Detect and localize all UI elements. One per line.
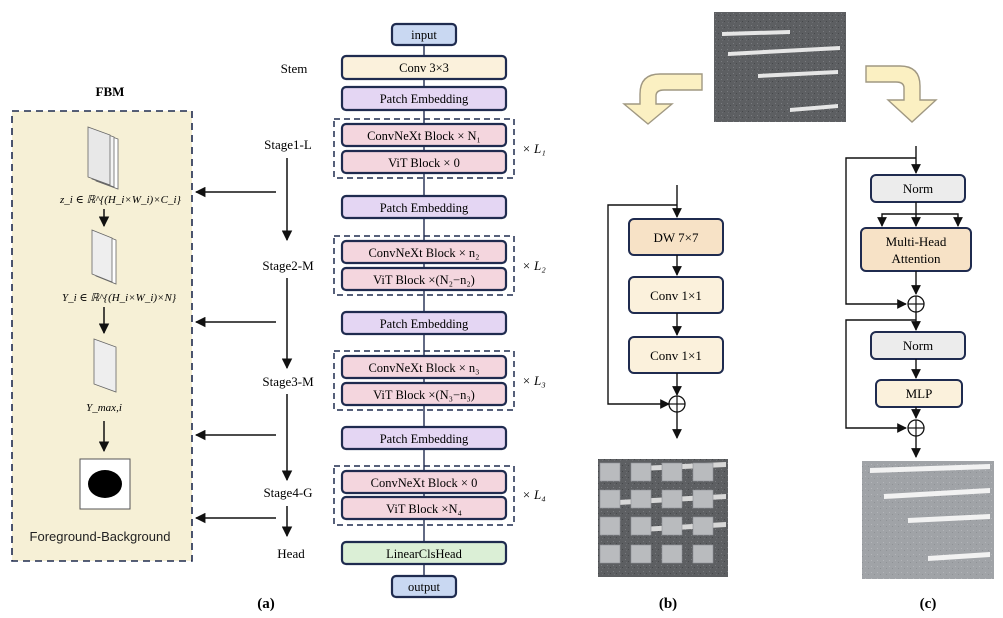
residual-connection bbox=[607, 204, 677, 409]
road-image-top bbox=[714, 12, 846, 122]
output-node bbox=[390, 574, 458, 599]
stage3-convnext-label: ConvNeXt Block × n₃ bbox=[368, 361, 479, 375]
conv1x1-label-1: Conv 1×1 bbox=[650, 288, 702, 303]
input-node bbox=[390, 22, 458, 47]
road-image-patched bbox=[598, 459, 728, 577]
residual-connection-1 bbox=[845, 157, 916, 309]
stem-conv-block bbox=[340, 54, 508, 81]
patch-embedding-1-label: Patch Embedding bbox=[380, 92, 469, 106]
head-block bbox=[340, 540, 508, 566]
stage2-group bbox=[333, 235, 515, 296]
mlp-block bbox=[875, 379, 963, 408]
add-icon-1 bbox=[907, 295, 925, 313]
foreground-blob bbox=[88, 470, 122, 498]
stage1-vit-block bbox=[340, 149, 508, 175]
norm-label-2: Norm bbox=[903, 338, 933, 353]
z-label: z_i ∈ ℝ^{(H_i×W_i)×C_i} bbox=[59, 194, 182, 206]
residual-connection-2 bbox=[845, 319, 916, 433]
caption-c: (c) bbox=[920, 596, 937, 612]
dw-conv-label: DW 7×7 bbox=[653, 230, 699, 245]
stage3-vit-block bbox=[340, 381, 508, 407]
stage3-repeat: × L₃ bbox=[522, 373, 546, 388]
stage2-repeat: × L₂ bbox=[522, 258, 546, 273]
stem-conv-label: Conv 3×3 bbox=[399, 61, 449, 75]
stage4-convnext-block bbox=[340, 469, 508, 495]
conv1x1-label-2: Conv 1×1 bbox=[650, 348, 702, 363]
stage3-convnext-block bbox=[340, 354, 508, 380]
input-label: input bbox=[411, 28, 437, 42]
y-label: Y_i ∈ ℝ^{(H_i×W_i)×N} bbox=[62, 292, 177, 304]
stage1-convnext-block bbox=[340, 122, 508, 148]
norm-label-1: Norm bbox=[903, 181, 933, 196]
stage3-group bbox=[333, 350, 515, 411]
patch-embedding-1 bbox=[340, 85, 508, 112]
norm-block-2 bbox=[870, 331, 966, 360]
curved-arrow-left-icon bbox=[622, 73, 703, 125]
convnext-block-detail: DW 7×7 Conv 1×1 Conv 1×1 bbox=[607, 185, 724, 439]
patch-embedding-4-label: Patch Embedding bbox=[380, 432, 469, 446]
output-label: output bbox=[408, 580, 440, 594]
ymax-label: Y_max,i bbox=[86, 402, 122, 414]
stage3-vit-label: ViT Block ×(N₃−n₃) bbox=[373, 388, 475, 402]
stage-2: Stage2-M bbox=[262, 258, 314, 273]
conv1x1-block-1 bbox=[628, 276, 724, 314]
add-icon-2 bbox=[907, 419, 925, 437]
fbm-caption: Foreground-Background bbox=[30, 529, 171, 544]
patch-embedding-3-label: Patch Embedding bbox=[380, 317, 469, 331]
stage1-group bbox=[333, 118, 515, 179]
stage1-convnext-label: ConvNeXt Block × N₁ bbox=[367, 129, 481, 143]
patch-embedding-2-label: Patch Embedding bbox=[380, 201, 469, 215]
stage-4: Stage4-G bbox=[263, 485, 312, 500]
stage1-repeat: × L₁ bbox=[522, 141, 546, 156]
stage1-vit-label: ViT Block × 0 bbox=[388, 156, 460, 170]
stage-labels: Stem Stage1-L Stage2-M Stage3-M Stage4-G… bbox=[262, 61, 314, 561]
mlp-label: MLP bbox=[906, 386, 933, 401]
caption-b: (b) bbox=[659, 596, 677, 612]
vit-block-detail: Norm Multi-Head Attention Norm MLP bbox=[845, 146, 972, 458]
feature-stack-icon bbox=[87, 126, 119, 190]
mask-stack-icon bbox=[91, 229, 117, 285]
stage-1: Stage1-L bbox=[264, 137, 312, 152]
stage4-group bbox=[333, 465, 515, 526]
stage2-convnext-block bbox=[340, 239, 508, 265]
caption-a: (a) bbox=[257, 596, 275, 612]
patch-embedding-2 bbox=[340, 194, 508, 220]
stage4-vit-block bbox=[340, 495, 508, 521]
mha-label-2: Attention bbox=[891, 251, 941, 266]
stage-head: Head bbox=[277, 546, 305, 561]
conv1x1-block-2 bbox=[628, 336, 724, 374]
stage2-vit-label: ViT Block ×(N₂−n₂) bbox=[373, 273, 475, 287]
patch-embedding-4 bbox=[340, 425, 508, 451]
max-map-icon bbox=[93, 338, 117, 393]
mha-label-1: Multi-Head bbox=[886, 234, 947, 249]
fbm-panel: FBM z_i ∈ ℝ^{(H_i×W_i)×C_i} Y_i ∈ ℝ^{(H_… bbox=[11, 84, 193, 562]
stage2-convnext-label: ConvNeXt Block × n₂ bbox=[368, 246, 479, 260]
norm-block-1 bbox=[870, 174, 966, 203]
fbm-input-arrows bbox=[194, 186, 276, 524]
stage-3: Stage3-M bbox=[262, 374, 314, 389]
stage4-vit-label: ViT Block ×N₄ bbox=[386, 502, 462, 516]
head-label: LinearClsHead bbox=[386, 547, 462, 561]
curved-arrow-right-icon bbox=[865, 65, 938, 123]
road-image-attention bbox=[862, 461, 994, 579]
network-column: input Conv 3×3 Patch Embedding ConvNeXt … bbox=[333, 22, 546, 599]
stage4-repeat: × L₄ bbox=[522, 487, 546, 502]
fbm-title: FBM bbox=[96, 84, 125, 99]
stage4-convnext-label: ConvNeXt Block × 0 bbox=[371, 476, 478, 490]
add-icon bbox=[668, 395, 686, 413]
stage2-vit-block bbox=[340, 266, 508, 292]
dw-conv-block bbox=[628, 218, 724, 256]
stage-stem: Stem bbox=[281, 61, 308, 76]
patch-embedding-3 bbox=[340, 310, 508, 336]
